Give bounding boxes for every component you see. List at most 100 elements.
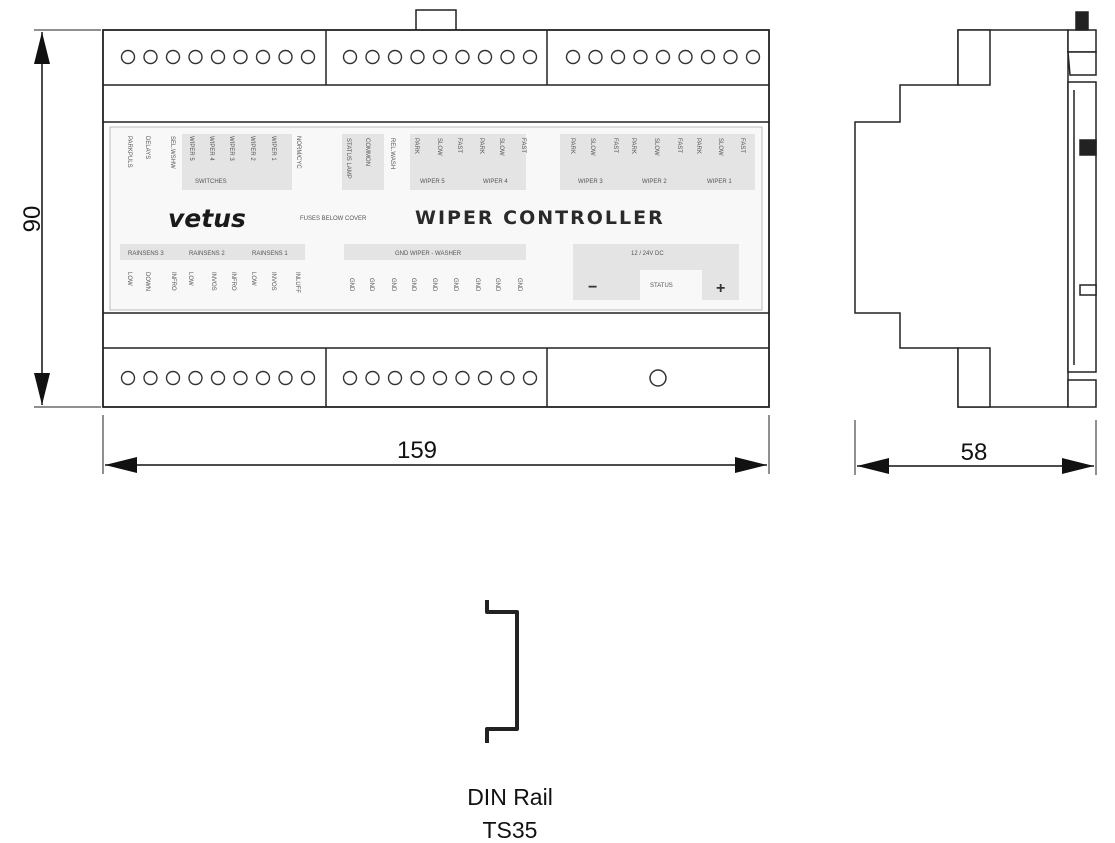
status-led-window [649,369,667,387]
terminal-group-header: WIPER 3 [578,179,603,185]
brand-logo: vetus [168,204,246,233]
terminal-hole [210,370,226,386]
terminal-hole [165,49,181,65]
terminal-label: COMMON [364,138,370,166]
terminal-hole [188,370,203,386]
bottom-terminal-holes [120,370,538,386]
terminal-hole [233,49,248,65]
terminal-hole [432,370,448,386]
gnd-terminal-label: GND [390,278,396,292]
terminal-label: INLUFF [294,272,300,293]
top-terminal-holes [120,49,761,65]
gnd-terminal-label: GND [368,278,374,292]
depth-value: 58 [961,439,988,466]
terminal-hole [678,49,693,65]
terminal-group-header: WIPER 1 [707,179,732,185]
terminal-hole [300,49,316,65]
depth-dimension: 58 [854,420,1097,475]
terminal-hole [143,370,158,386]
gnd-terminal-label: GND [452,278,458,292]
gnd-terminal-label: GND [348,278,354,292]
terminal-label: INVOS [210,272,216,291]
din-rail-profile [485,600,519,743]
terminal-label: LOW [250,272,256,286]
power-minus-symbol: − [588,279,597,296]
terminal-hole [300,370,316,386]
terminal-hole [655,49,671,65]
power-supply-label: 12 / 24V DC [631,251,664,257]
terminal-label: SLOW [653,138,659,156]
terminal-label: SLOW [589,138,595,156]
terminal-label: INVOS [270,272,276,291]
terminal-label: LOW [126,272,132,286]
power-plus-symbol: + [716,280,725,297]
terminal-hole [120,49,136,65]
terminal-hole [165,370,181,386]
terminal-hole [342,49,358,65]
terminal-label: WIPER 4 [208,136,214,161]
terminal-hole [278,49,293,65]
terminal-label: PARK [413,138,419,154]
terminal-label: FAST [520,138,526,153]
terminal-hole [565,49,581,65]
terminal-label: DELAYS [144,136,150,159]
rainsens-3-label: RAINSENS 3 [128,251,164,257]
width-value: 159 [397,437,437,464]
terminal-hole [477,370,493,386]
terminal-hole [522,49,538,65]
side-view [854,11,1097,408]
gnd-terminal-label: GND [474,278,480,292]
terminal-label: SLOW [436,138,442,156]
terminal-label: STATUS LAMP [345,138,351,179]
terminal-group-header: WIPER 2 [642,179,667,185]
terminal-label: PARK [478,138,484,154]
terminal-hole [588,49,603,65]
terminal-hole [143,49,158,65]
terminal-label: WIPER 3 [228,136,234,161]
terminal-hole [365,370,380,386]
height-dimension: 90 [19,29,101,408]
terminal-hole [255,49,271,65]
terminal-hole [120,370,136,386]
terminal-hole [610,49,626,65]
terminal-label: FAST [676,138,682,153]
terminal-hole [233,370,248,386]
terminal-label: SLOW [498,138,504,156]
gnd-wiper-washer-label: GND WIPER - WASHER [395,251,462,257]
terminal-hole [455,370,470,386]
din-rail-caption: DIN Rail [467,784,553,810]
width-dimension: 159 [102,415,770,474]
status-label: STATUS [650,283,673,289]
rainsens-1-label: RAINSENS 1 [252,251,288,257]
terminal-group-header: WIPER 5 [420,179,445,185]
terminal-label: LOW [187,272,193,286]
terminal-hole [700,49,716,65]
terminal-hole [278,370,293,386]
terminal-label: SLOW [717,138,723,156]
terminal-hole [387,370,403,386]
terminal-label: FAST [456,138,462,153]
terminal-hole [432,49,448,65]
terminal-label: PARK [569,138,575,154]
rainsens-2-label: RAINSENS 2 [189,251,225,257]
terminal-label: REL.WASH [389,138,395,169]
terminal-hole [255,370,271,386]
terminal-hole [410,49,425,65]
terminal-label: FAST [739,138,745,153]
terminal-label: DOWN [144,272,150,291]
terminal-label: FAST [612,138,618,153]
terminal-label: WIPER 2 [249,136,255,161]
terminal-label: PARK [630,138,636,154]
top-clip-tab [415,9,457,33]
terminal-hole [342,370,358,386]
product-title: WIPER CONTROLLER [415,207,665,229]
terminal-label: NORM/CYC [295,136,301,169]
terminal-label: WIPER 5 [188,136,194,161]
terminal-group-header: WIPER 4 [483,179,508,185]
terminal-hole [633,49,648,65]
gnd-terminal-label: GND [431,278,437,292]
terminal-group-header: SWITCHES [195,179,227,185]
fuses-note: FUSES BELOW COVER [300,216,367,222]
